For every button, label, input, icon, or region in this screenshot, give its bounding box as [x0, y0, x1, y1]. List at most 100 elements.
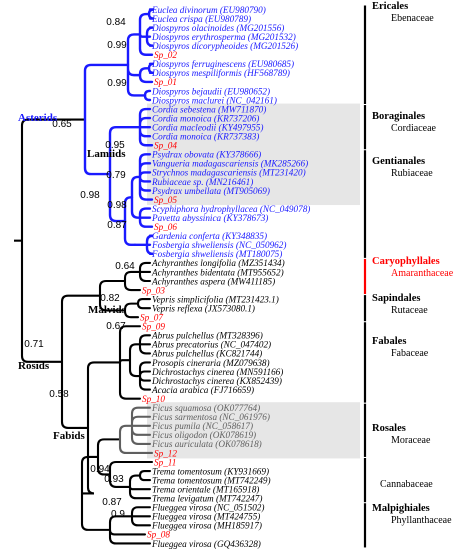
branch-29: [80, 455, 112, 531]
order-label: Gentianales: [372, 156, 425, 167]
support-value: 0.65: [52, 119, 72, 130]
branch-28: [138, 361, 152, 391]
tip-label: Abrus pulchellus (MT328396): [151, 331, 263, 341]
tip-label: Sp_07: [140, 313, 163, 323]
tip-label: Diospyros ferruginescens (EU980685): [151, 59, 294, 69]
tip-label: Strychnos madagascariensis (MT231420): [152, 168, 306, 178]
support-value: 0.98: [80, 190, 100, 201]
support-value: 0.99: [107, 78, 127, 89]
tip-label: Abrus precatorius (NC_047402): [151, 340, 271, 350]
clade-label-fabids: Fabids: [53, 430, 86, 442]
tip-label: Cordia sebestena (MW711870): [152, 104, 266, 114]
support-value: 0.87: [102, 497, 122, 508]
family-label: Amaranthaceae: [391, 268, 454, 279]
tip-label: Psydrax umbellata (MT905069): [151, 186, 270, 196]
support-value: 0.93: [104, 474, 124, 485]
shade-box-1: [147, 148, 360, 206]
tip-label: Flueggea virosa (MT424755): [151, 512, 260, 522]
family-label: Ebenaceae: [391, 13, 434, 24]
tip-label: Sp_06: [154, 222, 177, 232]
branch-1: [83, 63, 130, 176]
order-label: Malpighiales: [372, 503, 430, 514]
branch-12: [130, 175, 142, 219]
support-value: 0.79: [106, 170, 126, 181]
branch-2: [126, 33, 147, 97]
clade-label-asterids: Asterids: [18, 112, 58, 124]
branch-16: [145, 234, 154, 256]
tip-label: Sp_04: [154, 141, 177, 151]
support-value: 0.67: [106, 321, 126, 332]
branch-30: [96, 438, 122, 476]
branch-14: [138, 207, 154, 228]
support-value: 0.94: [90, 464, 110, 475]
tip-label: Sp_01: [154, 77, 177, 87]
support-value: 0.82: [100, 293, 120, 304]
branch-27: [138, 334, 152, 355]
branch-34: [128, 474, 152, 500]
tip-label: Sp_12: [154, 448, 177, 458]
tip-label: Diospyros mespiliformis (HF568789): [151, 68, 290, 78]
tip-label: Diospyros erythrosperma (MG201532): [151, 32, 296, 42]
branch-31: [118, 424, 154, 454]
branch-19: [123, 270, 142, 292]
support-value: 0.84: [106, 17, 126, 28]
tip-label: Diospyros maclurei (NC_042161): [151, 95, 277, 105]
order-label: Ericales: [372, 1, 408, 12]
tip-label: Diospyros bejaudii (EU980652): [151, 86, 270, 96]
tip-label: Achyranthes aspera (MW411185): [151, 276, 275, 286]
tip-label: Sp_11: [154, 457, 176, 467]
tip-label: Trema tomentosum (KY931669): [152, 466, 269, 476]
branch-35: [138, 470, 152, 482]
tip-label: Cordia monoica (KR737206): [152, 113, 259, 123]
order-label: Fabales: [372, 336, 406, 347]
support-values: 0.840.990.990.650.950.790.980.980.870.64…: [24, 17, 135, 520]
tip-label: Rubiaceae sp. (MN216461): [151, 177, 253, 187]
tip-label: Psydrax obovata (KY378666): [151, 150, 261, 160]
tip-label: Dichrostachys cinerea (MN591166): [151, 367, 283, 377]
tip-label: Pavetta abyssinica (KY378673): [151, 213, 268, 223]
clade-label-malvids: Malvids: [88, 304, 127, 316]
tip-label: Flueggea virosa (NC_051502): [151, 503, 264, 513]
order-label: Rosales: [372, 423, 406, 434]
tip-label: Flueggea virosa (MH185917): [151, 521, 262, 531]
tip-label: Achyranthes longifolia (MZ351434): [151, 258, 285, 268]
support-value: 0.64: [115, 261, 135, 272]
tip-label: Trema tomentosum (MT742249): [152, 475, 271, 485]
tip-label: Fosbergia shweliensis (MT180075): [151, 249, 282, 259]
order-label: Caryophyllales: [372, 256, 440, 267]
tree-branches: [14, 8, 154, 545]
tip-label: Sp_05: [154, 195, 177, 205]
shade-box-0: [147, 103, 360, 151]
tip-label: Vepris simplicifolia (MT231423.1): [152, 294, 279, 304]
branch-21: [123, 302, 140, 319]
branch-0: [20, 118, 87, 363]
tip-label: Scyphiphora hydrophyllacea (NC_049078): [152, 204, 310, 214]
tip-label: Sp_02: [154, 50, 177, 60]
branch-20: [138, 261, 152, 283]
branch-26: [128, 343, 142, 378]
family-label: Phyllanthaceae: [391, 515, 452, 526]
tip-label: Ficus squamosa (OK077764): [151, 403, 260, 413]
support-value: 0.58: [49, 389, 69, 400]
branch-6: [138, 67, 154, 84]
tip-label: Sp_08: [147, 530, 170, 540]
tip-labels: Euclea divinorum (EU980790)Euclea crispa…: [140, 5, 310, 549]
branch-4: [147, 8, 154, 20]
tip-label: Prosopis cineraria (MZ079638): [151, 358, 270, 368]
tip-label: Ficus oligodon (OK078619): [151, 430, 256, 440]
tip-label: Euclea crispa (EU980789): [151, 14, 251, 24]
support-value: 0.98: [107, 200, 127, 211]
tip-label: Diospyros olacinoides (MG201556): [151, 23, 284, 33]
tip-label: Vepris reflexa (JX573080.1): [152, 303, 255, 313]
family-label: Cordiaceae: [391, 123, 437, 134]
shade-box-2: [147, 402, 360, 459]
tip-label: Diospyros dicorypheoides (MG201526): [151, 41, 298, 51]
taxonomy-groups: EricalesEbenaceaeBoraginalesCordiaceaeGe…: [363, 1, 454, 548]
order-label: Boraginales: [372, 111, 425, 122]
order-label: Sapindales: [372, 293, 420, 304]
tip-label: Ficus auriculata (OK078618): [151, 439, 262, 449]
tip-label: Sp_10: [142, 394, 165, 404]
family-label: Moraceae: [391, 435, 431, 446]
tip-label: Trema orientale (MT165918): [152, 484, 259, 494]
tip-label: Fosbergia shweliensis (NC_050962): [151, 240, 286, 250]
